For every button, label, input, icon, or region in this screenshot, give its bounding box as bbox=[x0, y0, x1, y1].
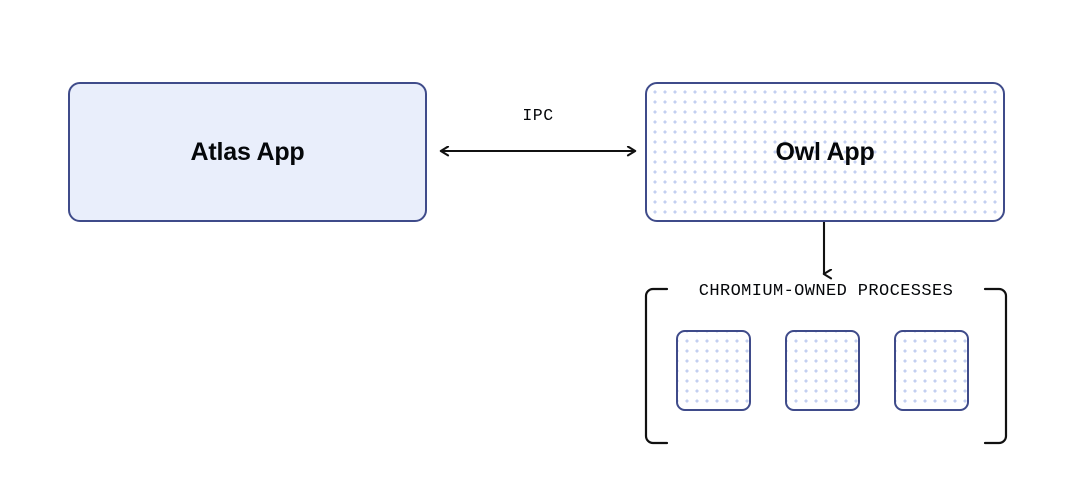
node-owl-app-label: Owl App bbox=[775, 137, 875, 166]
node-atlas-app-label: Atlas App bbox=[190, 137, 305, 166]
group-chromium-label: CHROMIUM-OWNED PROCESSES bbox=[698, 282, 954, 301]
process-box-3[interactable] bbox=[894, 330, 969, 411]
group-chromium-owned-processes: CHROMIUM-OWNED PROCESSES bbox=[640, 283, 1012, 453]
connector-owl-to-processes bbox=[812, 222, 836, 284]
process-box-row bbox=[676, 330, 969, 411]
connector-ipc: IPC bbox=[430, 106, 646, 168]
process-box-1[interactable] bbox=[676, 330, 751, 411]
node-owl-app[interactable]: Owl App bbox=[645, 82, 1005, 222]
process-box-2[interactable] bbox=[785, 330, 860, 411]
ipc-double-arrow-icon bbox=[430, 134, 646, 168]
node-atlas-app[interactable]: Atlas App bbox=[68, 82, 427, 222]
group-bracket-icon bbox=[644, 287, 1008, 445]
connector-ipc-label: IPC bbox=[522, 106, 554, 125]
